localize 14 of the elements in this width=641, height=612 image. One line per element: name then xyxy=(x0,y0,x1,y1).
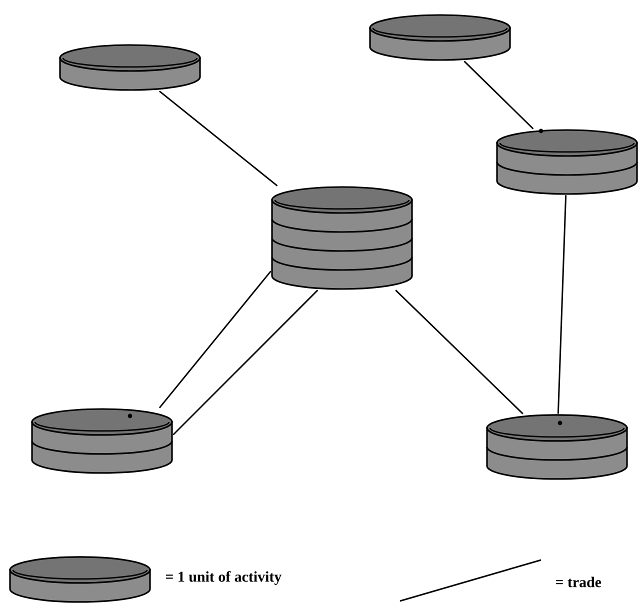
disk-stack-drawing xyxy=(486,414,628,480)
trade-line xyxy=(464,60,534,130)
disk-stack-drawing xyxy=(369,14,511,61)
trade-line xyxy=(158,90,278,186)
disk-stack-drawing xyxy=(59,44,201,91)
legend-text: = 1 unit of activity xyxy=(166,571,282,585)
trade-line xyxy=(395,290,524,414)
disk-stack-drawing xyxy=(31,408,173,474)
trade-line xyxy=(172,290,318,436)
disk-stack-drawing xyxy=(271,186,413,290)
disk-stack-drawing xyxy=(496,128,638,195)
trade-line xyxy=(557,195,567,414)
legend-text: = trade xyxy=(556,576,602,588)
trade-line xyxy=(158,270,272,408)
